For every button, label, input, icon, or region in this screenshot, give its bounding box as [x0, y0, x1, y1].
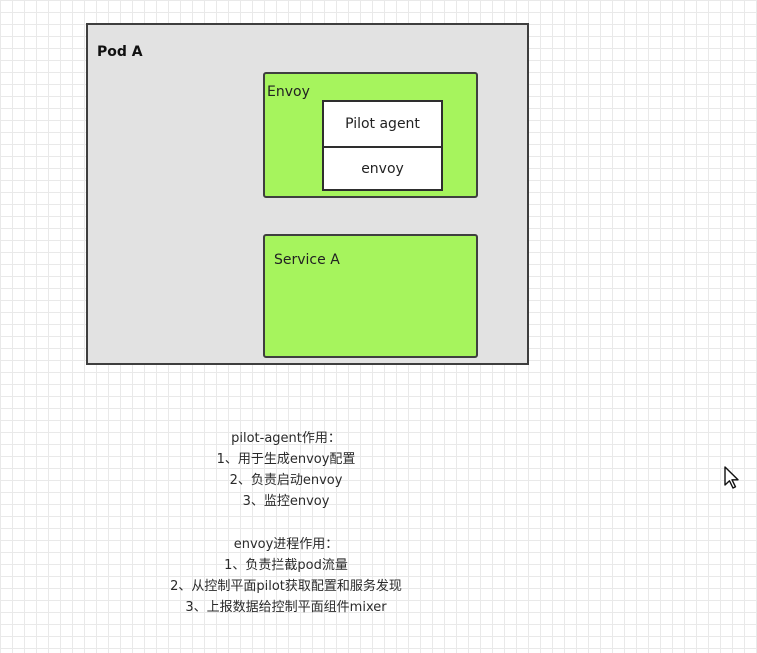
envoy-container-box: Envoy Pilot agent envoy [263, 72, 478, 198]
envoy-container-title: Envoy [267, 84, 310, 100]
envoy-process-note-heading: envoy进程作用： [233, 537, 339, 552]
pilot-agent-note-item-2: 2、负责启动envoy [229, 473, 343, 488]
envoy-process-note-item-2: 2、从控制平面pilot获取配置和服务发现 [170, 579, 402, 594]
pilot-agent-note-item-3: 3、监控envoy [242, 494, 330, 509]
pod-a-title: Pod A [97, 44, 143, 60]
notes-block: pilot-agent作用： 1、用于生成envoy配置 2、负责启动envoy… [106, 428, 466, 618]
pilot-agent-note-item-1: 1、用于生成envoy配置 [216, 452, 356, 467]
service-a-box: Service A [263, 234, 478, 358]
notes-spacer [106, 512, 466, 534]
pilot-agent-note-heading: pilot-agent作用： [231, 431, 341, 446]
envoy-inner-stack: Pilot agent envoy [322, 100, 443, 191]
service-a-title: Service A [274, 252, 340, 268]
pilot-agent-cell: Pilot agent [345, 115, 420, 132]
pod-a-box: Pod A Envoy Pilot agent envoy Service A [86, 23, 529, 365]
envoy-cell: envoy [324, 145, 441, 192]
envoy-process-note-item-1: 1、负责拦截pod流量 [224, 558, 348, 573]
envoy-process-note-item-3: 3、上报数据给控制平面组件mixer [185, 600, 387, 615]
mouse-pointer-icon [724, 466, 740, 490]
